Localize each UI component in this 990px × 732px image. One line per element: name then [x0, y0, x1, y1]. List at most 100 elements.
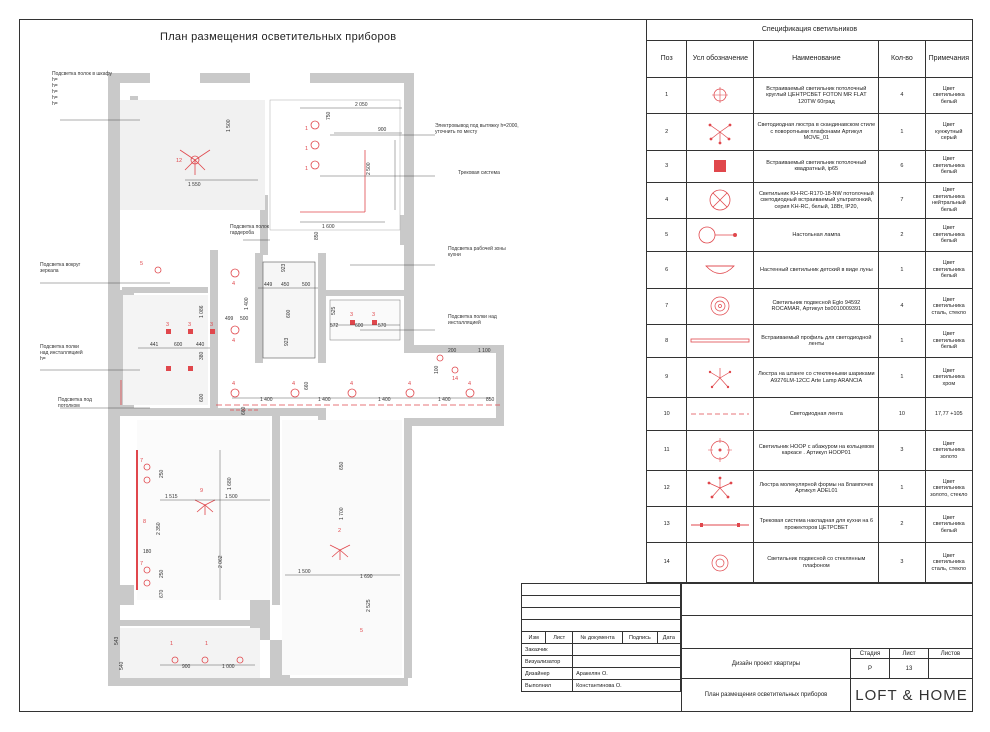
sheet-title: План размещения осветительных приборов	[681, 678, 851, 712]
svg-text:8: 8	[143, 519, 146, 525]
svg-text:1: 1	[205, 641, 208, 647]
svg-text:2: 2	[338, 528, 341, 534]
spec-qty: 2	[878, 505, 926, 544]
spec-qty: 1	[878, 469, 926, 507]
spec-name: Встраиваемый светильник потолочный кругл…	[753, 76, 880, 115]
square-recessed-icon	[686, 149, 755, 183]
svg-text:440: 440	[196, 342, 205, 348]
svg-text:923: 923	[284, 337, 290, 346]
spec-note: Цвет светильника хром	[924, 357, 974, 398]
svg-text:900: 900	[378, 127, 387, 133]
header-qty: Кол-во	[878, 40, 926, 78]
recessed-round-icon	[686, 76, 755, 115]
spec-qty: 1	[878, 113, 926, 151]
spec-qty: 4	[878, 76, 926, 115]
svg-text:1 400: 1 400	[318, 397, 331, 403]
led-strip-icon	[686, 396, 755, 431]
spec-qty: 6	[878, 149, 926, 183]
stamp-person: Аракелян О.	[572, 667, 681, 680]
table-lamp-icon	[686, 218, 755, 253]
svg-text:3: 3	[350, 312, 353, 318]
svg-text:1 680: 1 680	[227, 477, 233, 490]
spec-pos: 10	[645, 396, 688, 431]
glass-pendant-icon	[686, 542, 755, 583]
spec-pos: 4	[645, 181, 688, 220]
spec-pos: 6	[645, 251, 688, 289]
wall-moon-icon	[686, 251, 755, 289]
spec-qty: 7	[878, 181, 926, 220]
stamp-person: Константинова О.	[572, 679, 681, 692]
svg-text:7: 7	[140, 458, 143, 464]
spec-pos: 2	[645, 113, 688, 151]
svg-text:670: 670	[159, 589, 165, 598]
svg-text:441: 441	[150, 342, 159, 348]
svg-text:500: 500	[240, 316, 249, 322]
svg-text:1 550: 1 550	[188, 182, 201, 188]
spec-qty: 10	[878, 396, 926, 431]
stage-value: Р	[850, 658, 890, 679]
spec-note: Цвет светильника золото	[924, 429, 974, 471]
svg-text:600: 600	[174, 342, 183, 348]
stamp-header-sign: Подпись	[621, 631, 658, 644]
stamp-role: Дизайнер	[520, 667, 574, 680]
svg-text:1 400: 1 400	[438, 397, 451, 403]
header-note: Примечания	[924, 40, 974, 78]
svg-text:200: 200	[448, 348, 457, 354]
svg-text:1 400: 1 400	[260, 397, 273, 403]
spec-pos: 5	[645, 218, 688, 253]
svg-text:180: 180	[143, 549, 152, 555]
spec-name: Трековая система накладная для кухни на …	[753, 505, 880, 544]
spec-table: Спецификация светильников Поз Усл обозна…	[645, 18, 974, 583]
svg-text:4: 4	[292, 381, 295, 387]
header-symbol: Усл обозначение	[686, 40, 755, 78]
spec-name: Светодиодная люстра в скандинавском стил…	[753, 113, 880, 151]
label-shelves-above: Подсветка полки над инсталляцией	[448, 314, 497, 326]
spec-name: Светильник подвесной со стеклянным плафо…	[753, 542, 880, 583]
svg-text:2 500: 2 500	[366, 162, 372, 175]
svg-text:4: 4	[232, 381, 235, 387]
label-work-zone: Подсветка рабочей зоны кухни	[448, 246, 506, 258]
stamp-role: Выполнил	[520, 679, 574, 692]
svg-text:1 400: 1 400	[244, 297, 250, 310]
spec-note: Цвет светильника белый	[924, 251, 974, 289]
stamp-person	[572, 643, 681, 656]
svg-text:660: 660	[241, 406, 247, 415]
led-profile-icon	[686, 324, 755, 359]
spec-note: Цвет светильника белый	[924, 505, 974, 544]
molecular-chandelier-icon	[686, 469, 755, 507]
spec-name: Светодиодная лента	[753, 396, 880, 431]
svg-text:1 690: 1 690	[360, 574, 373, 580]
stamp-header-doc: № документа	[572, 631, 623, 644]
spec-note: Цвет светильника золото, стекло	[924, 469, 974, 507]
spec-pos: 3	[645, 149, 688, 183]
svg-text:850: 850	[314, 231, 320, 240]
label-under-ceiling: Подсветка под потолком	[58, 397, 92, 409]
svg-text:12: 12	[176, 158, 182, 164]
drawing-sheet	[19, 19, 973, 712]
header-pos: Поз	[645, 40, 688, 78]
chandelier-balls-icon	[686, 357, 755, 398]
spec-note: Цвет светильника белый	[924, 324, 974, 359]
svg-text:4: 4	[408, 381, 411, 387]
svg-text:3: 3	[210, 322, 213, 328]
stamp-person	[572, 655, 681, 668]
label-mirror: Подсветка вокруг зеркала	[40, 262, 81, 274]
spec-qty: 4	[878, 287, 926, 326]
svg-text:540: 540	[119, 661, 125, 670]
sheets-value	[928, 658, 973, 679]
svg-text:3: 3	[188, 322, 191, 328]
svg-text:2 062: 2 062	[218, 555, 224, 568]
spec-pos: 7	[645, 287, 688, 326]
spec-pos: 8	[645, 324, 688, 359]
spec-caption: Спецификация светильников	[646, 18, 973, 42]
svg-text:380: 380	[199, 351, 205, 360]
svg-text:1: 1	[305, 126, 308, 132]
svg-text:3: 3	[166, 322, 169, 328]
chandelier-icon	[686, 113, 755, 151]
spec-name: Встраиваемый светильник потолочный квадр…	[753, 149, 880, 183]
spec-name: Светильник KH-RC-R170-18-NW потолочный с…	[753, 181, 880, 220]
svg-text:1 500: 1 500	[226, 119, 232, 132]
